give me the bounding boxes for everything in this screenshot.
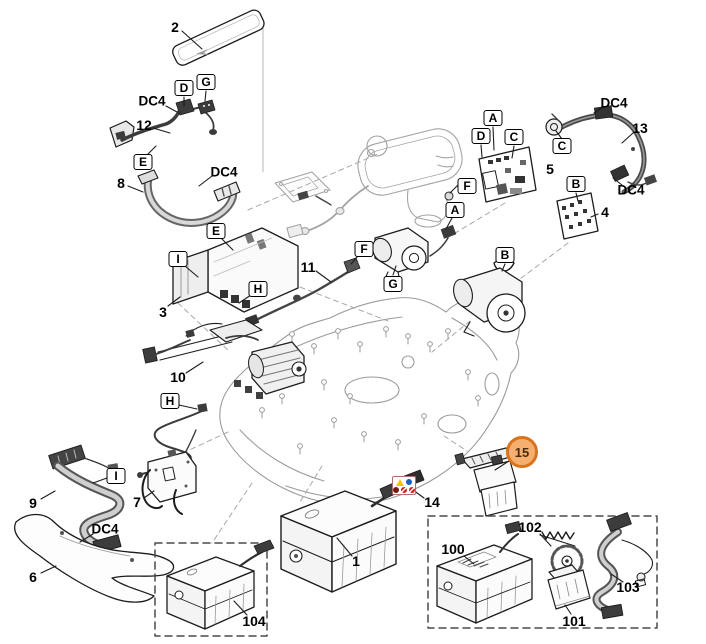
assembly-dashed-lines (167, 23, 569, 544)
connector-label-d2: D (471, 128, 491, 144)
leader-lines (40, 30, 634, 616)
part-number-9: 9 (29, 495, 37, 511)
connector-label-f2: F (457, 178, 477, 194)
bracket-panel-part3 (172, 227, 299, 313)
part-number-101: 101 (562, 613, 586, 629)
part-number-12: 12 (136, 117, 152, 133)
connector-label-c1: C (504, 129, 524, 145)
part-number-104: 104 (242, 613, 266, 629)
safety-label-row-top (396, 478, 412, 486)
cover-strip-part2 (172, 9, 265, 66)
bracket-part7 (141, 449, 197, 515)
cable-tag-dc4-2: DC4 (210, 164, 238, 180)
part-number-10: 10 (170, 369, 186, 385)
part-number-8: 8 (117, 175, 125, 191)
wheel-motor-rear (453, 258, 526, 337)
connector-label-c2: C (552, 138, 572, 154)
part-number-102: 102 (518, 519, 542, 535)
chassis-body (219, 296, 520, 506)
connector-label-e1: E (133, 154, 153, 170)
harness-part12 (109, 98, 217, 148)
battery-part104 (166, 539, 275, 630)
part-number-4: 4 (601, 204, 609, 220)
strap-part8 (137, 169, 241, 227)
part-number-14: 14 (424, 494, 440, 510)
hazard-icon (393, 486, 399, 493)
cable-tag-dc4-5: DC4 (91, 521, 119, 537)
safety-label-part14 (392, 476, 416, 495)
connector-label-d1: D (174, 80, 194, 96)
safety-label-row-bottom (393, 486, 415, 493)
part-number-6: 6 (29, 569, 37, 585)
pcb-part4 (556, 192, 599, 240)
part-number-7: 7 (133, 494, 141, 510)
accessory-box-borders (154, 515, 658, 637)
part-number-5: 5 (546, 161, 554, 177)
battery-part100 (436, 544, 533, 624)
connector-label-h1: H (248, 281, 268, 297)
holder-part15 (454, 447, 518, 517)
pcb-mounting-plate (274, 171, 332, 206)
connector-label-a1: A (483, 110, 503, 126)
connector-label-g2: G (383, 276, 403, 292)
holder-part101 (547, 564, 591, 610)
part-number-3: 3 (159, 304, 167, 320)
part-number-2: 2 (171, 19, 179, 35)
prohibition-icon (401, 486, 407, 493)
console-unit (286, 128, 463, 239)
connector-label-i1: I (168, 251, 188, 267)
harness-part103 (592, 512, 654, 620)
connector-label-f1: F (354, 241, 374, 257)
warning-triangle-icon (396, 478, 404, 486)
cover-panel-part6 (14, 513, 175, 603)
connector-label-a2: A (445, 202, 465, 218)
wheel-motor-front (372, 191, 457, 285)
highlighted-part-15-badge[interactable]: 15 (506, 436, 538, 468)
prohibition-icon (409, 486, 415, 493)
connector-label-h2: H (160, 393, 180, 409)
part-number-11: 11 (300, 259, 316, 275)
cable-tag-dc4-4: DC4 (617, 182, 645, 198)
part-number-13: 13 (632, 120, 648, 136)
connector-label-i2: I (106, 468, 126, 484)
connector-label-b2: B (495, 247, 515, 263)
connector-label-g1: G (196, 74, 216, 90)
part-number-103: 103 (616, 579, 640, 595)
part-number-1: 1 (352, 553, 360, 569)
drive-assembly-part10 (142, 319, 307, 395)
cable-tag-dc4-3: DC4 (600, 95, 628, 111)
connector-label-b1: B (566, 176, 586, 192)
part-number-100: 100 (441, 541, 465, 557)
read-manual-icon (406, 479, 412, 485)
connector-label-e2: E (206, 223, 226, 239)
pcb-part5 (478, 146, 537, 203)
cable-tag-dc4-1: DC4 (138, 93, 166, 109)
